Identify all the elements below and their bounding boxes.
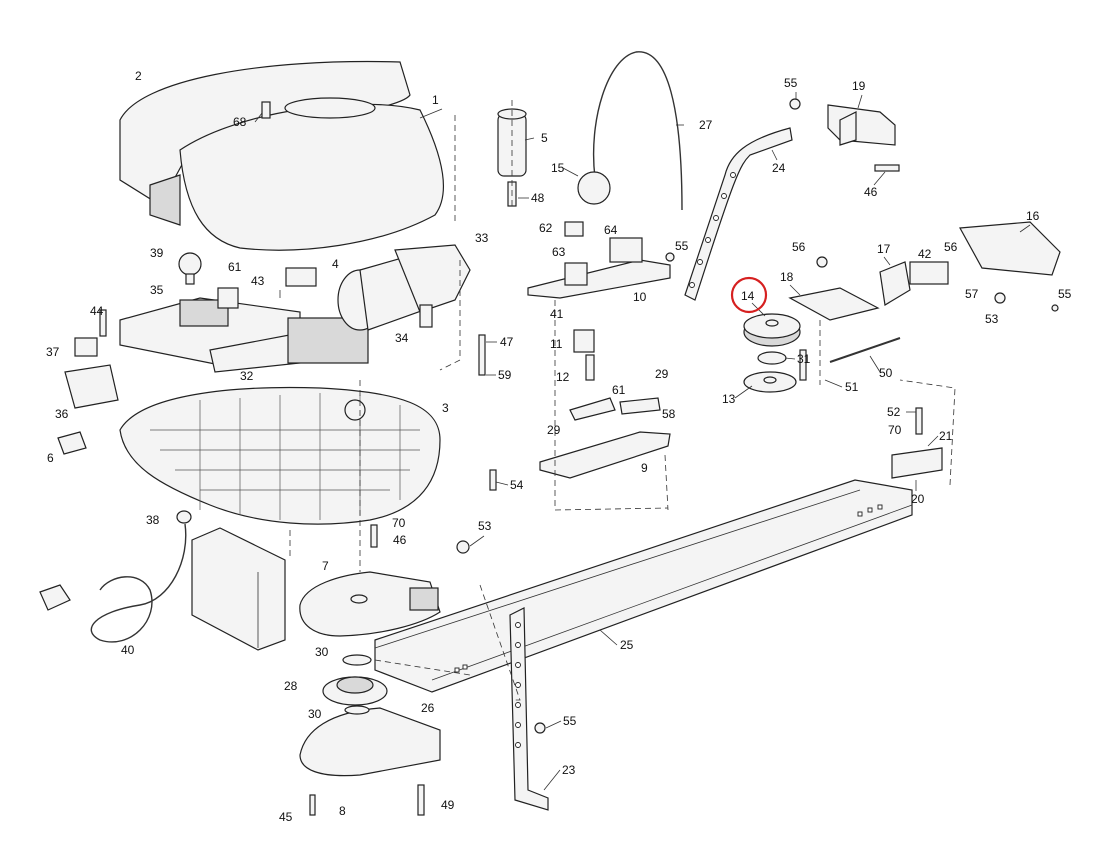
callout-49: 49: [441, 798, 455, 812]
callout-6: 6: [47, 451, 54, 465]
motor-assembly: [337, 244, 471, 331]
callout-28: 28: [284, 679, 298, 693]
callout-57: 57: [965, 287, 979, 301]
callout-46-b: 46: [393, 533, 407, 547]
callout-10: 10: [633, 290, 647, 304]
callout-27: 27: [699, 118, 713, 132]
assembly-lines: [289, 115, 956, 701]
callout-8: 8: [339, 804, 346, 818]
callout-9: 9: [641, 461, 648, 475]
callout-1: 1: [432, 93, 439, 107]
callout-32: 32: [240, 369, 254, 383]
callout-5: 5: [541, 131, 548, 145]
callout-2: 2: [135, 69, 142, 83]
callout-24: 24: [772, 161, 786, 175]
callout-40: 40: [121, 643, 135, 657]
callout-47: 47: [500, 335, 514, 349]
belt-tensioner: [788, 221, 1061, 363]
terminal-block: [57, 309, 119, 455]
callout-34: 34: [395, 331, 409, 345]
callout-55-a: 55: [784, 76, 798, 90]
drive-pulley: [299, 571, 441, 777]
callout-62: 62: [539, 221, 553, 235]
callout-61-a: 61: [228, 260, 242, 274]
callout-30-b: 30: [308, 707, 322, 721]
callout-7: 7: [322, 559, 329, 573]
pulley-13: [743, 371, 797, 393]
callout-68: 68: [233, 115, 247, 129]
callout-17: 17: [877, 242, 891, 256]
callout-20: 20: [911, 492, 925, 506]
power-unit: [39, 510, 286, 651]
ceiling-bracket: [509, 607, 549, 811]
callout-16: 16: [1026, 209, 1040, 223]
lamp-holder: [497, 100, 527, 208]
callout-56-a: 56: [792, 240, 806, 254]
callout-29-b: 29: [547, 423, 561, 437]
callout-14: 14: [741, 289, 755, 303]
callout-54: 54: [510, 478, 524, 492]
callout-25: 25: [620, 638, 634, 652]
callout-29-a: 29: [655, 367, 669, 381]
callout-42: 42: [918, 247, 932, 261]
callout-38: 38: [146, 513, 160, 527]
callout-labels: 1 2 3 4 5 6 7 8 9 10 11 12 13 14 15 16 1…: [46, 69, 1072, 824]
callout-31: 31: [797, 352, 811, 366]
callout-33: 33: [475, 231, 489, 245]
callout-58: 58: [662, 407, 676, 421]
callout-13: 13: [722, 392, 736, 406]
callout-19: 19: [852, 79, 866, 93]
callout-53-b: 53: [478, 519, 492, 533]
callout-18: 18: [780, 270, 794, 284]
callout-30-a: 30: [315, 645, 329, 659]
callout-26: 26: [421, 701, 435, 715]
gear-14: [743, 313, 801, 347]
callout-55-c: 55: [1058, 287, 1072, 301]
callout-45: 45: [279, 810, 293, 824]
callout-55-d: 55: [563, 714, 577, 728]
callout-51: 51: [845, 380, 859, 394]
cover-assembly: [119, 60, 445, 251]
callout-39: 39: [150, 246, 164, 260]
callout-11: 11: [550, 337, 563, 351]
callout-37: 37: [46, 345, 60, 359]
callout-46-a: 46: [864, 185, 878, 199]
callout-43: 43: [251, 274, 265, 288]
callout-52: 52: [887, 405, 901, 419]
callout-12: 12: [556, 370, 570, 384]
callout-35: 35: [150, 283, 164, 297]
callout-53-a: 53: [985, 312, 999, 326]
rail-clamp: [891, 407, 943, 479]
callout-55-b: 55: [675, 239, 689, 253]
callout-48: 48: [531, 191, 545, 205]
release-cord: [577, 51, 683, 211]
callout-70-a: 70: [888, 423, 902, 437]
highlight-circle: [730, 276, 768, 314]
door-arm: [684, 127, 793, 301]
callout-21: 21: [939, 429, 953, 443]
callout-61-b: 61: [612, 383, 626, 397]
callout-4: 4: [332, 257, 339, 271]
leader-lines: [419, 92, 1031, 791]
callout-36: 36: [55, 407, 69, 421]
trolley-assembly: [527, 221, 671, 479]
callout-70-b: 70: [392, 516, 406, 530]
base-chassis: [119, 386, 441, 525]
door-bracket: [827, 104, 896, 146]
callout-64: 64: [604, 223, 618, 237]
callout-15: 15: [551, 161, 565, 175]
fasteners: [309, 98, 1059, 816]
control-board: [119, 252, 369, 373]
callout-44: 44: [90, 304, 104, 318]
callout-63: 63: [552, 245, 566, 259]
callout-50: 50: [879, 366, 893, 380]
callout-56-b: 56: [944, 240, 958, 254]
callout-3: 3: [442, 401, 449, 415]
guide-rail: [374, 479, 913, 693]
callout-41: 41: [550, 307, 564, 321]
callout-59: 59: [498, 368, 512, 382]
callout-23: 23: [562, 763, 576, 777]
washer-31: [757, 351, 787, 365]
